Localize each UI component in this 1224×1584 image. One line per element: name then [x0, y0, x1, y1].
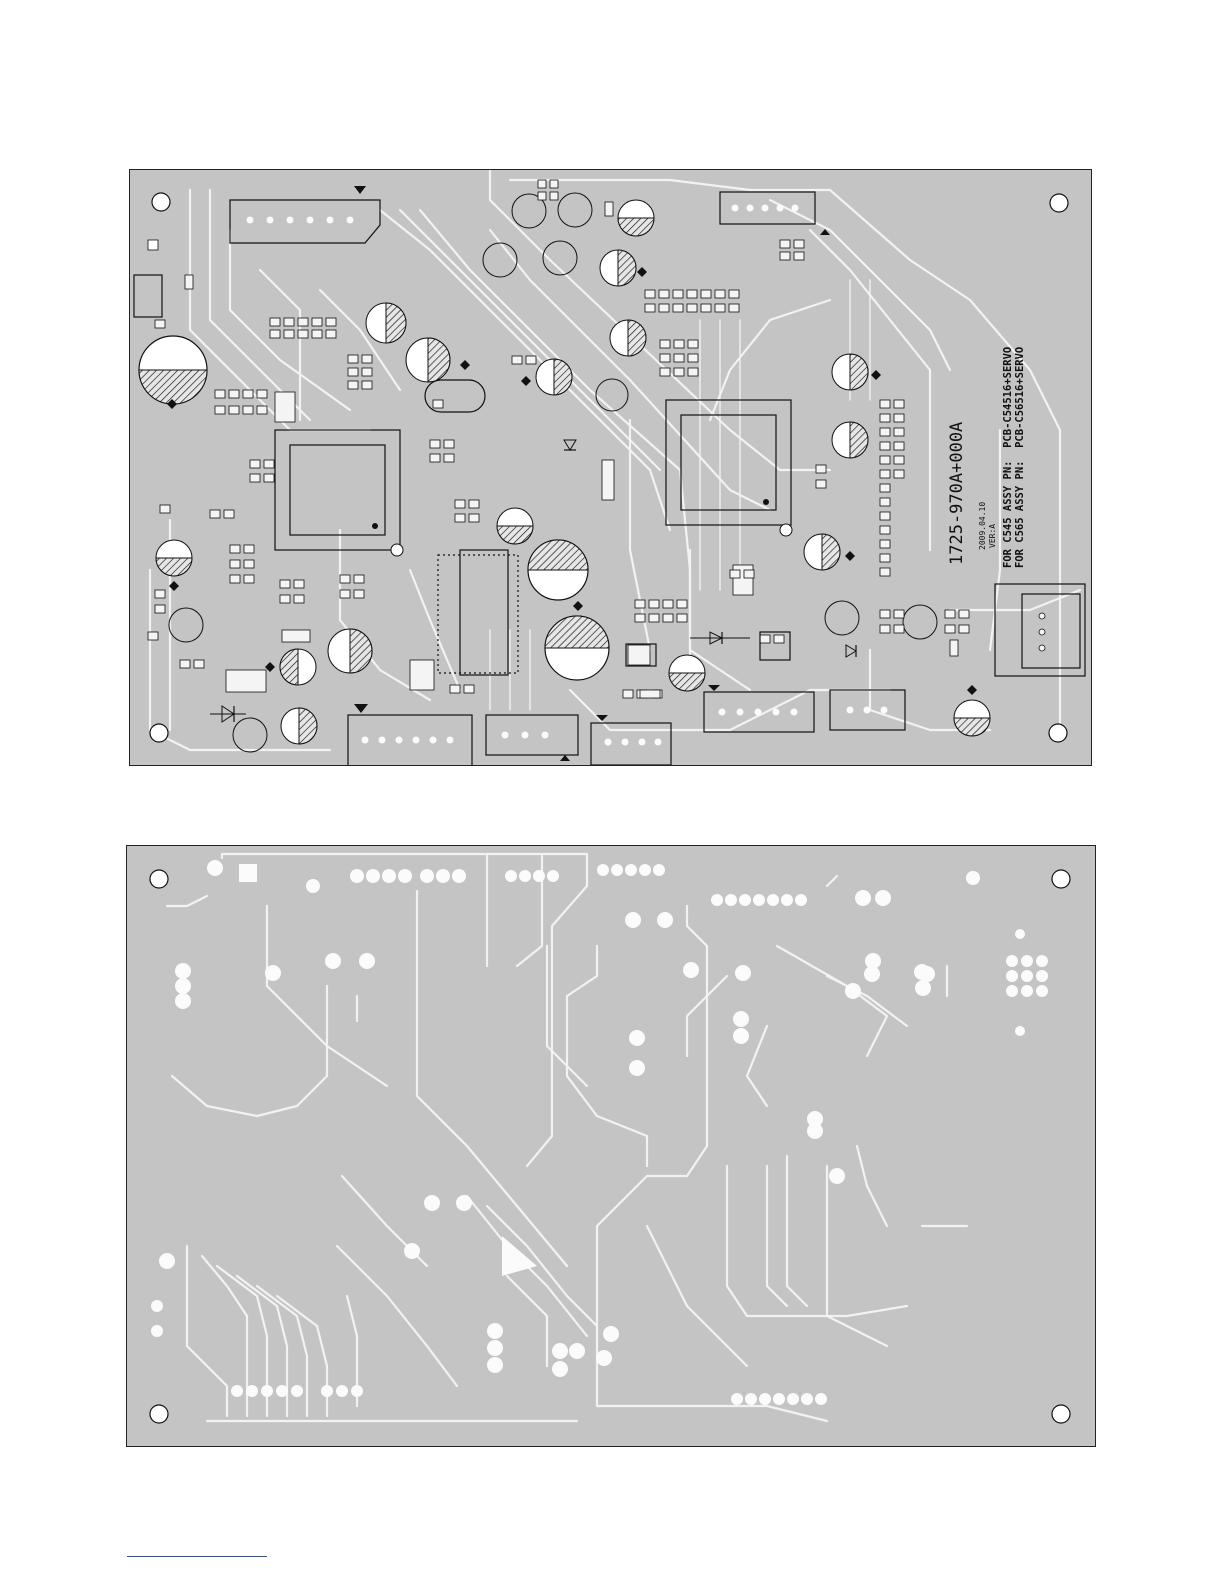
assy-line-1-group: FOR C545 ASSY PN: PCB-C54516+SERVO	[1002, 347, 1014, 568]
capacitor-icon	[280, 649, 316, 685]
capacitor-icon	[545, 616, 609, 680]
assembly-note-c545: FOR C545 ASSY PN: PCB-C54516+SERVO	[1002, 347, 1014, 568]
capacitor-icon	[954, 700, 990, 736]
capacitor-icon	[406, 338, 450, 382]
board-version-group: VER:A	[988, 524, 997, 548]
capacitor-icon	[832, 422, 868, 458]
board-part-number: 1725-970A+000A	[947, 422, 967, 565]
capacitor-icon	[139, 336, 207, 404]
mounting-hole-icon	[1049, 724, 1067, 742]
pcb-top-layer: 1725-970A+000A 2009.04.10 VER:A FOR C545…	[129, 169, 1092, 766]
diode-icon	[690, 632, 750, 644]
capacitor-icon	[528, 540, 588, 600]
mounting-hole-icon	[152, 193, 170, 211]
diode-icon	[564, 440, 576, 450]
board-date: 2009.04.10	[978, 502, 987, 550]
capacitor-icon	[156, 540, 192, 576]
capacitor-icon	[600, 250, 636, 286]
mounting-hole-icon	[1052, 870, 1070, 888]
capacitor-icon	[618, 200, 654, 236]
bottom-traces	[167, 854, 967, 1421]
ic-memory	[460, 550, 508, 675]
bottom-pads	[151, 860, 1048, 1405]
assy-line-2-group: FOR C565 ASSY PN: PCB-C56516+SERVO	[1014, 347, 1026, 568]
capacitor-icon	[281, 708, 317, 744]
mounting-hole-icon	[1052, 1405, 1070, 1423]
mounting-hole-icon	[150, 1405, 168, 1423]
diode-icon	[846, 645, 856, 657]
diode-icon	[210, 706, 246, 722]
board-version: VER:A	[988, 524, 997, 548]
capacitor-icon	[328, 629, 372, 673]
capacitor-icon	[804, 534, 840, 570]
mounting-hole-icon	[150, 724, 168, 742]
board-date-group: 2009.04.10	[978, 502, 987, 550]
capacitor-icon	[536, 359, 572, 395]
capacitor-icon	[366, 303, 406, 343]
board-id-group: 1725-970A+000A	[947, 422, 967, 565]
capacitor-icon	[610, 320, 646, 356]
pcb-top-layout: 1725-970A+000A 2009.04.10 VER:A FOR C545…	[130, 170, 1091, 765]
assembly-note-c565: FOR C565 ASSY PN: PCB-C56516+SERVO	[1014, 347, 1026, 568]
ic-main-processor	[275, 430, 400, 550]
pcb-bottom-layer	[126, 845, 1096, 1447]
capacitor-icon	[497, 508, 533, 544]
footer-link-underline	[127, 1556, 267, 1557]
mounting-hole-icon	[1050, 194, 1068, 212]
pcb-bottom-layout	[127, 846, 1095, 1446]
mounting-hole-icon	[150, 870, 168, 888]
electrolytic-capacitors	[139, 200, 990, 744]
capacitor-icon	[832, 354, 868, 390]
capacitor-icon	[669, 655, 705, 691]
